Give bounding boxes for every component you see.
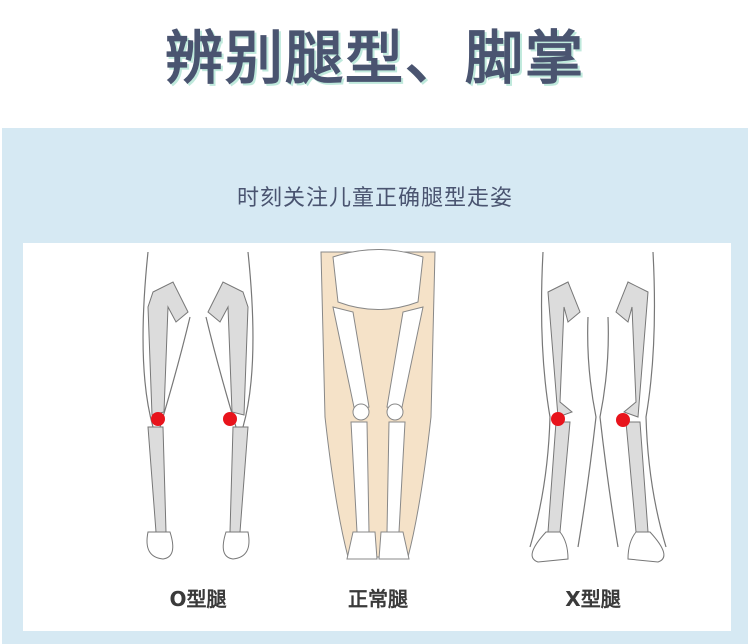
normal-legs-illustration [303,247,453,567]
x-legs-skeleton-icon [529,251,667,563]
o-legs-label: O型腿 [169,587,227,611]
leg-comparison-card: O型腿 正常腿 [23,243,731,631]
o-legs-illustration [118,247,278,567]
x-legs-illustration [518,247,678,567]
x-legs-label: X型腿 [565,587,621,611]
o-legs-skeleton-icon [142,251,254,560]
normal-legs-label: 正常腿 [348,587,408,611]
knee-pain-marker-icon [151,412,237,426]
info-panel: 时刻关注儿童正确腿型走姿 [2,128,748,644]
page-title: 辨别腿型、脚掌 [164,24,585,92]
knee-pain-marker-icon [551,412,630,427]
panel-subtitle: 时刻关注儿童正确腿型走姿 [236,186,513,211]
normal-legs-skeleton-icon [320,249,436,560]
